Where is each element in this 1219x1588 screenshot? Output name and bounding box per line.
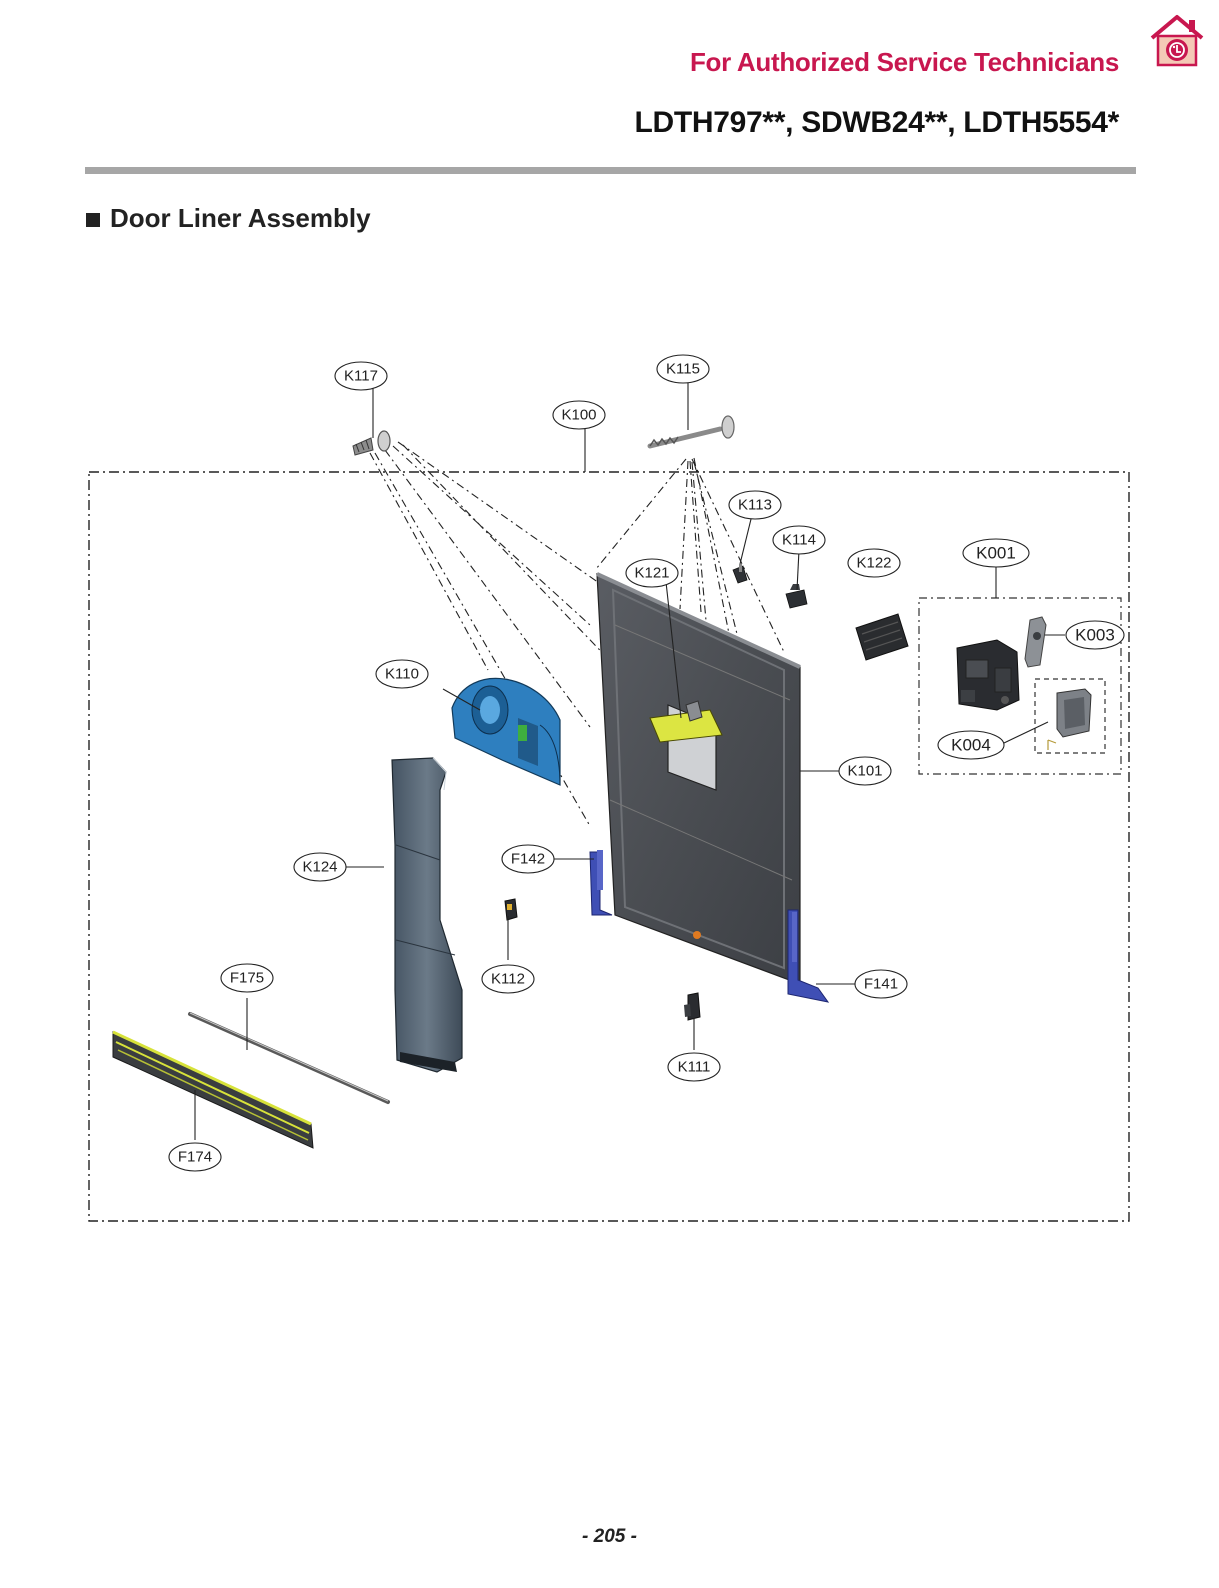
k122-handle	[855, 613, 909, 661]
f141-callout	[854, 969, 908, 999]
bullet-square-icon	[86, 213, 100, 227]
k004-label: K004	[951, 736, 991, 755]
k117-callout	[334, 361, 388, 391]
leader-lines	[194, 380, 1065, 1140]
k100-callout	[552, 400, 606, 430]
k004-cover	[1047, 688, 1092, 750]
k100-label: K100	[561, 407, 596, 424]
f142-callout	[501, 844, 555, 874]
k114-label: K114	[782, 532, 816, 549]
lg-house-logo-icon	[1150, 15, 1204, 67]
k111-callout	[667, 1052, 721, 1082]
k113-callout	[728, 490, 782, 520]
f141-label: F141	[864, 976, 898, 993]
k124-vent-duct	[391, 757, 463, 1073]
page-number: - 205 -	[582, 1526, 637, 1547]
k114-bracket	[785, 584, 808, 609]
section-heading: Door Liner Assembly	[86, 203, 371, 234]
k122-callout	[847, 548, 901, 578]
k124-label: K124	[302, 859, 337, 876]
k110-label: K110	[385, 666, 419, 683]
section-title: Door Liner Assembly	[110, 203, 371, 233]
k110-callout	[375, 659, 429, 689]
k001-dispenser	[956, 639, 1020, 711]
k112-label: K112	[491, 971, 525, 988]
k001-group-boundary	[918, 597, 1122, 775]
k121-callout	[625, 558, 679, 588]
k114-callout	[772, 525, 826, 555]
k001-callout	[962, 538, 1030, 568]
f174-callout	[168, 1142, 222, 1172]
f175-rod	[188, 1012, 390, 1104]
k115-callout	[656, 354, 710, 384]
k124-callout	[293, 852, 347, 882]
k115-screw	[647, 415, 735, 449]
k111-label: K111	[678, 1059, 711, 1076]
k113-clip	[732, 564, 748, 584]
k004-callout	[937, 730, 1005, 760]
k003-cap	[1024, 616, 1047, 668]
k117-label: K117	[344, 368, 378, 385]
k121-label: K121	[634, 565, 669, 582]
f142-label: F142	[511, 851, 545, 868]
k003-label: K003	[1075, 626, 1115, 645]
f175-callout	[220, 963, 274, 993]
k112-latch	[504, 898, 518, 921]
header-divider	[85, 167, 1136, 174]
k111-latch	[684, 992, 701, 1021]
k117-screw	[352, 430, 391, 456]
k122-label: K122	[856, 555, 891, 572]
f174-label: F174	[178, 1149, 212, 1166]
k115-label: K115	[666, 361, 700, 378]
k101-callout	[838, 756, 892, 786]
model-numbers-heading: LDTH797**, SDWB24**, LDTH5554*	[634, 106, 1120, 139]
k001-label: K001	[976, 544, 1016, 563]
k110-vent-housing	[451, 677, 561, 786]
k101-door-liner	[589, 572, 830, 1003]
k112-callout	[481, 964, 535, 994]
k113-label: K113	[738, 497, 772, 514]
k101-label: K101	[847, 763, 882, 780]
callout-ovals	[168, 354, 1125, 1172]
assembly-boundary	[88, 471, 1130, 1222]
k003-callout	[1065, 620, 1125, 650]
authorized-technicians-heading: For Authorized Service Technicians	[689, 47, 1119, 77]
f175-label: F175	[230, 970, 264, 987]
f174-gasket-strip	[112, 1030, 314, 1149]
